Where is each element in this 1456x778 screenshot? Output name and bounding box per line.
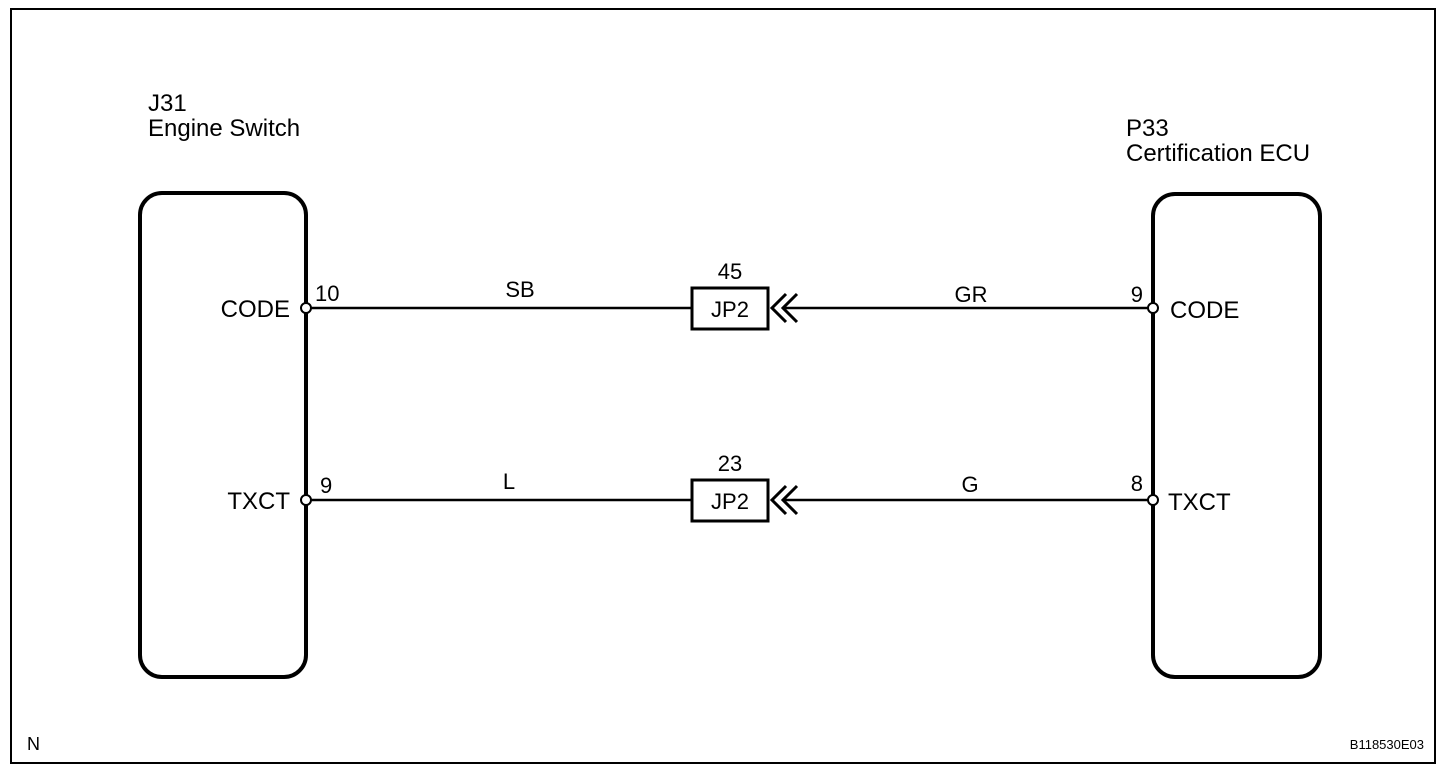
junction-label: JP2: [711, 297, 749, 322]
corner-label: N: [27, 734, 40, 754]
signal-right-label: TXCT: [1168, 489, 1231, 516]
terminal-left: [300, 494, 312, 506]
junction-number: 23: [718, 451, 742, 476]
wire-left-color: SB: [505, 277, 534, 302]
connector-arrow-icon: [769, 292, 799, 324]
diagram-frame: [10, 8, 1436, 764]
junction-box: [690, 286, 770, 331]
left-component-name: Engine Switch: [148, 115, 300, 142]
right-component-box: [1151, 192, 1322, 679]
figure-id: B118530E03: [1350, 737, 1424, 752]
left-component-code: J31: [148, 90, 187, 117]
connector-arrow-icon: [769, 484, 799, 516]
pin-right-label: 8: [1131, 471, 1143, 496]
junction-number: 45: [718, 259, 742, 284]
signal-left-label: TXCT: [227, 488, 290, 515]
wire-right-color: GR: [955, 282, 988, 307]
pin-right-label: 9: [1131, 282, 1143, 307]
junction-label: JP2: [711, 489, 749, 514]
left-component-box: [138, 191, 308, 679]
junction-box: [690, 478, 770, 523]
signal-right-label: CODE: [1170, 297, 1239, 324]
circuit-code: CODE 10 SB 45 JP2 GR 9 CODE: [221, 259, 1239, 331]
right-component-name: Certification ECU: [1126, 140, 1310, 167]
terminal-left: [300, 302, 312, 314]
circuit-txct: TXCT 9 L 23 JP2 G 8 TXCT: [227, 451, 1231, 523]
terminal-right: [1147, 302, 1159, 314]
wire-left-color: L: [503, 469, 515, 494]
right-component-code: P33: [1126, 115, 1169, 142]
pin-left-label: 9: [320, 473, 332, 498]
signal-left-label: CODE: [221, 296, 290, 323]
terminal-right: [1147, 494, 1159, 506]
pin-left-label: 10: [315, 281, 339, 306]
wire-right-color: G: [961, 472, 978, 497]
